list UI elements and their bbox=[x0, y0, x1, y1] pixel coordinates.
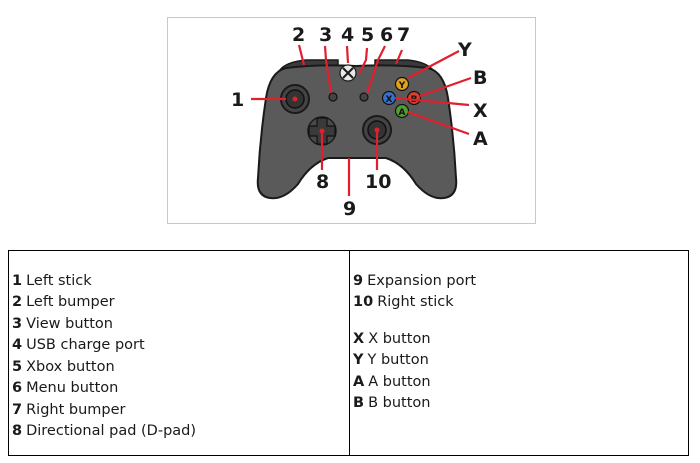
callout-7: 7 bbox=[397, 24, 410, 46]
callout-b: B bbox=[473, 67, 487, 89]
callout-10: 10 bbox=[365, 171, 391, 193]
callout-4: 4 bbox=[341, 24, 354, 46]
controller-illustration: Y B X A 1 bbox=[231, 24, 488, 220]
callout-1: 1 bbox=[231, 89, 244, 111]
svg-text:A: A bbox=[399, 108, 406, 118]
callout-6: 6 bbox=[380, 24, 393, 46]
svg-text:Y: Y bbox=[398, 81, 406, 91]
callout-x: X bbox=[473, 100, 488, 122]
callout-a: A bbox=[473, 128, 488, 150]
controller-body bbox=[256, 64, 458, 200]
view-button bbox=[328, 92, 338, 102]
svg-text:X: X bbox=[386, 95, 393, 105]
callout-3: 3 bbox=[319, 24, 332, 46]
callout-9: 9 bbox=[343, 198, 356, 220]
callout-2: 2 bbox=[292, 24, 305, 46]
menu-button bbox=[359, 92, 369, 102]
leader-lines bbox=[251, 44, 472, 196]
callout-5: 5 bbox=[361, 24, 374, 46]
callout-8: 8 bbox=[316, 171, 329, 193]
controller-diagram: Y B X A 1 bbox=[167, 17, 536, 224]
callout-y: Y bbox=[457, 39, 472, 61]
